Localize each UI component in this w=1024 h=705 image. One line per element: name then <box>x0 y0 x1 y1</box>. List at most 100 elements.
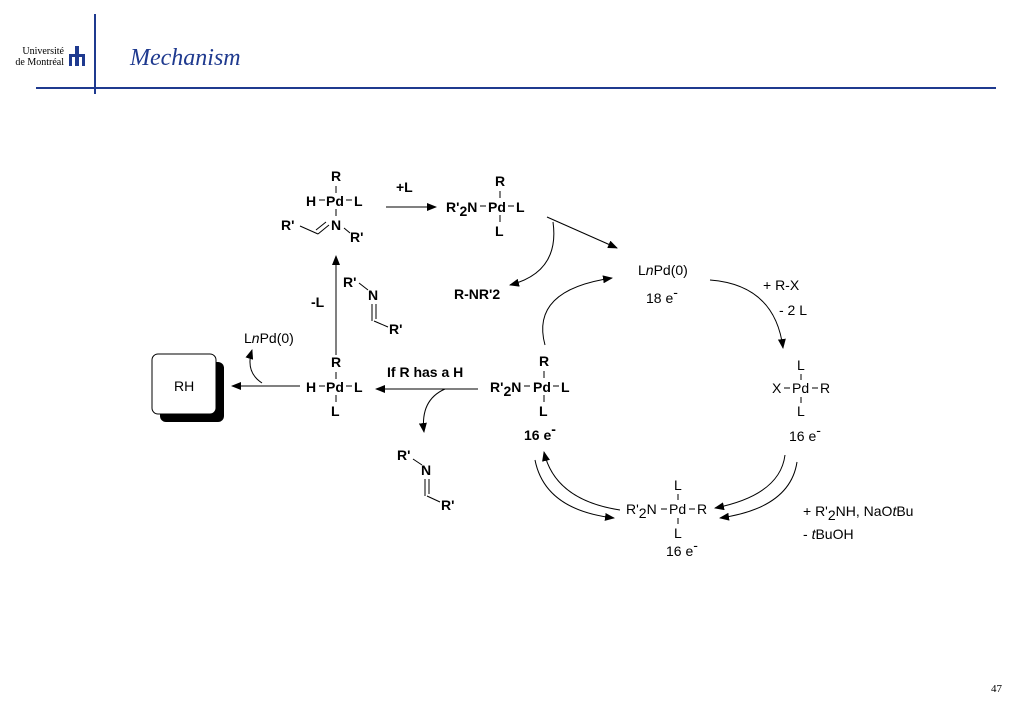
ligand-L-bottom: L <box>539 403 548 419</box>
atom-X: X <box>772 380 782 396</box>
ligand-L: L <box>638 262 646 278</box>
amine-coordination-arrow-2 <box>719 461 798 521</box>
header-horizontal-rule <box>36 87 996 89</box>
amine-reagent-t: t <box>892 503 897 519</box>
electron-sup: - <box>816 422 821 438</box>
atom-R: R <box>820 380 830 396</box>
atom-Pd: Pd <box>669 501 686 517</box>
r-prime: R' <box>490 379 503 395</box>
ligand-L: L <box>244 330 252 346</box>
subscript-2: 2 <box>503 383 511 399</box>
amine-reagent-c: Bu <box>896 503 913 519</box>
reductive-elimination-curve-arrow <box>542 275 613 346</box>
substituent-R-prime-left: R' <box>281 217 294 233</box>
svg-text:R'2N: R'2N <box>446 199 477 219</box>
svg-text:R'2N: R'2N <box>626 501 657 521</box>
ligand-loss-label: -L <box>311 294 325 310</box>
atom-Pd: Pd <box>533 379 551 395</box>
atom-Pd: Pd <box>792 380 809 396</box>
subscript-2: 2 <box>639 505 647 521</box>
substituent-R-prime-top: R' <box>343 274 356 290</box>
amine-reagent-a: + R' <box>803 503 828 519</box>
atom-L: L <box>354 193 363 209</box>
svg-text:+ R'2NH, NaOtBu: + R'2NH, NaOtBu <box>803 503 913 523</box>
pd0-regenerated: LnPd(0) <box>244 330 294 346</box>
amido-aryl-complex: L R'2N Pd R L 16 e- <box>626 477 707 559</box>
atom-R: R <box>495 173 505 189</box>
substituent-R-prime-bottom: R' <box>389 321 402 337</box>
electron-sup: - <box>673 284 678 300</box>
amine-product-label: R-NR'2 <box>454 286 500 302</box>
atom-H: H <box>306 379 316 395</box>
byproduct-t: t <box>812 526 817 542</box>
byproduct-b: BuOH <box>815 526 853 542</box>
electron-sup: - <box>693 537 698 553</box>
logo-line-2: de Montréal <box>15 57 64 68</box>
atom-N: N <box>331 217 341 233</box>
ligand-L-right: L <box>561 379 570 395</box>
imine-byproduct: R' N R' <box>397 447 454 513</box>
atom-Pd: Pd <box>488 199 506 215</box>
italic-n: n <box>252 330 260 346</box>
bis-ligand-amido-complex: R R'2N Pd L L <box>446 173 525 239</box>
pd0-text: Pd(0) <box>260 330 294 346</box>
page-title: Mechanism <box>130 45 241 71</box>
amido-complex: R R'2N Pd L L 16 e- <box>490 353 570 443</box>
ligand-L-bottom: L <box>331 403 340 419</box>
atom-R: R <box>697 501 707 517</box>
reductive-elimination-arrow <box>546 216 618 249</box>
imine-release-arrow <box>418 388 446 433</box>
header-vertical-rule <box>94 14 96 94</box>
rh-product-box: RH <box>151 353 220 418</box>
atom-R: R <box>331 354 341 370</box>
atom-H: H <box>306 193 316 209</box>
atom-N: N <box>511 379 521 395</box>
electron-count: 16 e <box>666 543 693 559</box>
oxidative-addition-reagent: + R-X <box>763 277 800 293</box>
ligand-L-right: L <box>516 199 525 215</box>
imine-reagent: R' N R' <box>343 274 402 337</box>
ligand-L-top: L <box>797 357 805 373</box>
electron-count: 16 e <box>789 428 816 444</box>
product-release-arrow <box>509 221 555 287</box>
italic-n: n <box>646 262 654 278</box>
ligand-L-bottom: L <box>674 525 682 541</box>
pd0-release-arrow <box>245 349 263 384</box>
ligand-L-bottom: L <box>797 403 805 419</box>
ligand-L-right: L <box>354 379 363 395</box>
add-ligand-label: +L <box>396 179 413 195</box>
atom-N: N <box>647 501 657 517</box>
pd0-catalyst: LnPd(0) 18 e- <box>638 262 688 306</box>
deprotonation-arrow-2 <box>534 459 615 521</box>
ligand-L-bottom: L <box>495 223 504 239</box>
substituent-R-prime-right: R' <box>350 229 363 245</box>
page-number: 47 <box>991 683 1002 695</box>
ligand-L-top: L <box>674 477 682 493</box>
svg-text:16 e-: 16 e- <box>789 422 821 444</box>
pd0-text: Pd(0) <box>654 262 688 278</box>
amine-reagent-sub: 2 <box>828 507 836 523</box>
rh-label: RH <box>174 378 194 394</box>
atom-Pd: Pd <box>326 193 344 209</box>
substituent-R-prime-top: R' <box>397 447 410 463</box>
subscript-2: 2 <box>459 203 467 219</box>
electron-count: 18 e <box>646 290 673 306</box>
oxidative-addition-complex: L X Pd R L 16 e- <box>772 357 830 444</box>
r-prime: R' <box>626 501 639 517</box>
r-prime: R' <box>446 199 459 215</box>
byproduct-a: - <box>803 526 812 542</box>
oxidative-addition-loss: - 2 L <box>779 302 807 318</box>
atom-N: N <box>467 199 477 215</box>
university-logo: Université de Montréal <box>6 44 86 72</box>
udem-emblem-icon <box>69 46 85 66</box>
beta-elimination-label: If R has a H <box>387 364 463 380</box>
svg-text:18 e-: 18 e- <box>646 284 678 306</box>
atom-R: R <box>331 168 341 184</box>
svg-text:16 e-: 16 e- <box>666 537 698 559</box>
hydride-complex: R H Pd L L <box>306 354 363 419</box>
atom-N: N <box>368 287 378 303</box>
deprotonation-arrow <box>542 451 621 511</box>
oxidative-addition-arrow <box>709 279 786 349</box>
amine-reagent-b: NH, NaO <box>836 503 893 519</box>
